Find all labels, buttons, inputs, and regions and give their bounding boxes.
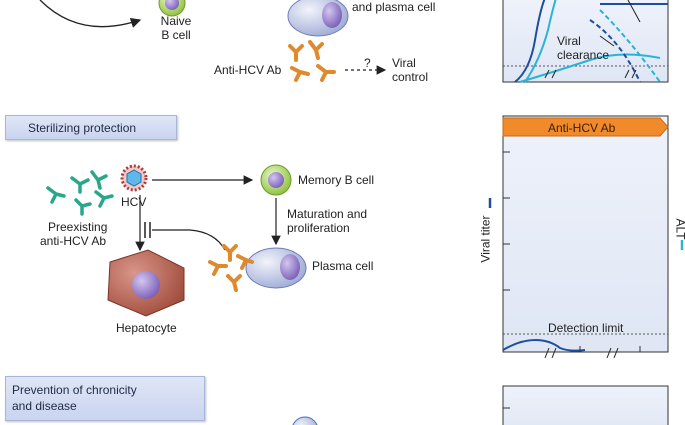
maturation-label-1: Maturation and bbox=[287, 207, 368, 221]
viral-titer-line bbox=[502, 338, 586, 352]
chart-clearance-label-2: clearance bbox=[557, 48, 610, 62]
axis-break-2 bbox=[606, 347, 619, 359]
naive-arrow bbox=[39, 0, 142, 28]
hepatocyte-label: Hepatocyte bbox=[116, 321, 177, 335]
maturation-label-2: proliferation bbox=[287, 221, 350, 235]
naive-b-cell bbox=[158, 0, 186, 17]
chronicity-title-2: and disease bbox=[12, 399, 77, 413]
axis-break-1 bbox=[544, 347, 557, 359]
plasma-cell bbox=[245, 247, 307, 289]
preexisting-label-1: Preexisting bbox=[48, 220, 108, 234]
bottom-cell bbox=[292, 416, 318, 425]
memory-b-cell bbox=[260, 164, 292, 196]
preexisting-label-2: anti-HCV Ab bbox=[40, 234, 107, 248]
top-antibody-label: Anti-HCV Ab bbox=[214, 63, 282, 77]
blocking-line bbox=[152, 229, 226, 251]
hcv-label: HCV bbox=[121, 195, 147, 209]
hepatocyte bbox=[107, 249, 185, 317]
sterilizing-title: Sterilizing protection bbox=[28, 121, 137, 135]
top-plasma-label: and plasma cell bbox=[352, 0, 436, 14]
blocking-bar bbox=[144, 222, 151, 238]
antibody-banner bbox=[502, 117, 669, 137]
bottom-chart bbox=[502, 385, 669, 425]
chronicity-section-header: Prevention of chronicity and disease bbox=[5, 376, 205, 421]
naive-label-2: B cell bbox=[161, 28, 191, 42]
sterilizing-chart bbox=[502, 115, 669, 359]
top-antibody-cluster bbox=[288, 40, 336, 82]
plasma-cell-label: Plasma cell bbox=[312, 259, 374, 273]
memory-b-cell-label: Memory B cell bbox=[298, 173, 375, 187]
top-plasma-cell bbox=[287, 0, 349, 37]
viral-titer-axis-label: Viral titer bbox=[478, 215, 493, 263]
question-mark: ? bbox=[364, 56, 371, 70]
viral-control-label-1: Viral bbox=[392, 56, 416, 70]
alt-axis-label: ALT bbox=[673, 218, 685, 240]
viral-control-label-2: control bbox=[392, 70, 429, 84]
preexisting-antibodies bbox=[46, 170, 114, 216]
banner-label: Anti-HCV Ab bbox=[548, 121, 616, 135]
chronicity-title-1: Prevention of chronicity bbox=[12, 383, 137, 397]
chart-clearance-label-1: Viral bbox=[557, 34, 581, 48]
sterilizing-section-header: Sterilizing protection bbox=[5, 115, 177, 140]
naive-label-1: Naive bbox=[160, 14, 192, 28]
plasma-antibodies bbox=[208, 244, 254, 292]
hcv-virion bbox=[120, 164, 148, 192]
top-chart bbox=[502, 0, 669, 83]
detection-limit-label: Detection limit bbox=[548, 321, 624, 335]
